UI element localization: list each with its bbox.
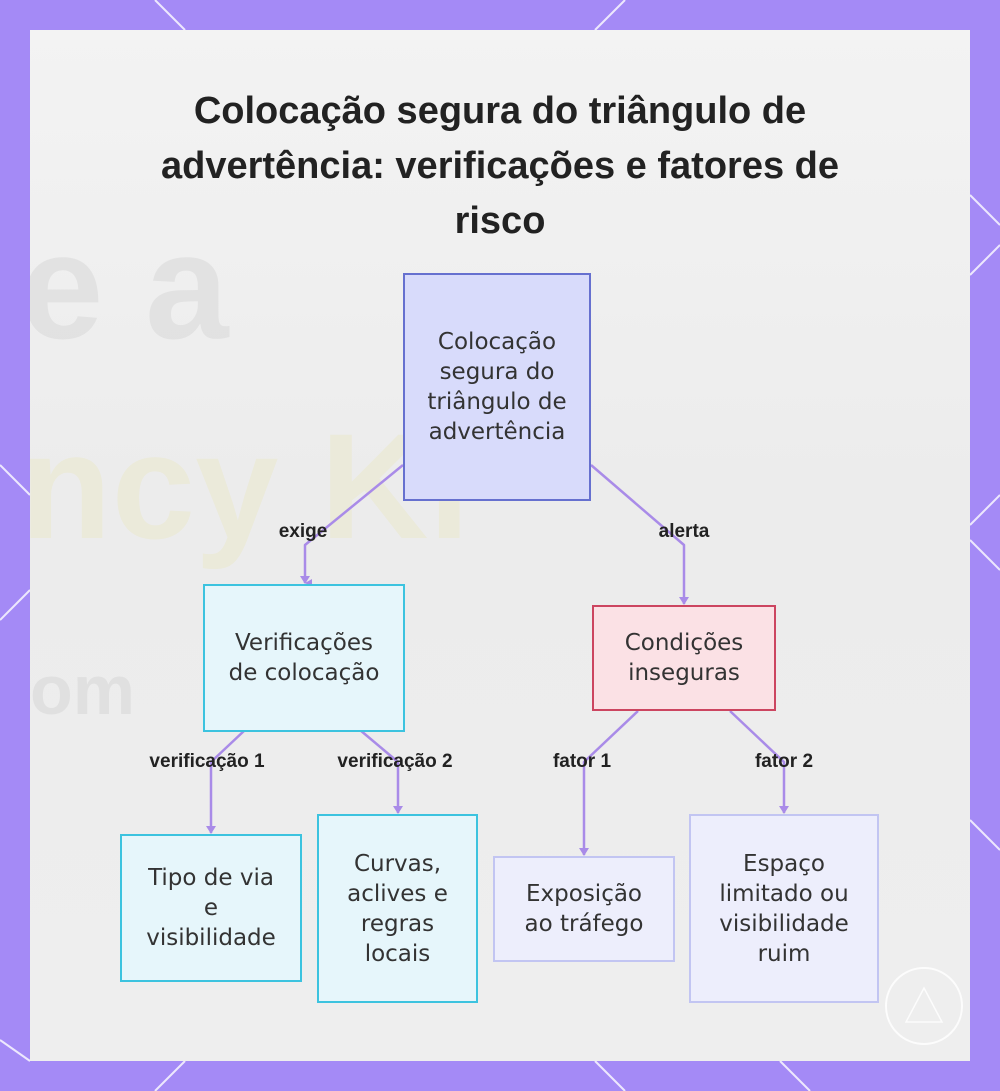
node-label: Condições inseguras [624,630,744,686]
node-limited-space-visibility: Espaço limitado ou visibilidade ruim [689,814,879,1003]
node-label: Exposição ao tráfego [524,881,644,937]
node-traffic-exposure: Exposição ao tráfego [493,856,675,962]
node-label: Tipo de via e visibilidade [146,865,276,951]
node-safe-placement: Colocação segura do triângulo de advertê… [403,273,591,501]
node-label: Colocação segura do triângulo de advertê… [427,329,567,445]
node-curves-slopes-rules: Curvas, aclives e regras locais [317,814,478,1003]
edge-label-check-2: verificação 2 [337,751,453,772]
node-label: Curvas, aclives e regras locais [347,850,448,967]
node-placement-checks: Verificações de colocação [203,584,405,732]
edge-label-factor-2: fator 2 [754,751,814,772]
edge-label-factor-1: fator 1 [552,751,612,772]
edge-label-requires: exige [278,521,328,542]
edge-label-check-1: verificação 1 [149,751,265,772]
page-title: Colocação segura do triângulo de advertê… [160,90,839,242]
node-road-type-visibility: Tipo de via e visibilidade [120,834,302,982]
edge-label-alerts: alerta [658,521,710,542]
node-label: Espaço limitado ou visibilidade ruim [719,850,849,967]
background-ghost-text: e a [30,202,229,370]
node-unsafe-conditions: Condições inseguras [592,605,776,711]
background-ghost-text: om [30,651,135,729]
node-label: Verificações de colocação [228,630,380,686]
